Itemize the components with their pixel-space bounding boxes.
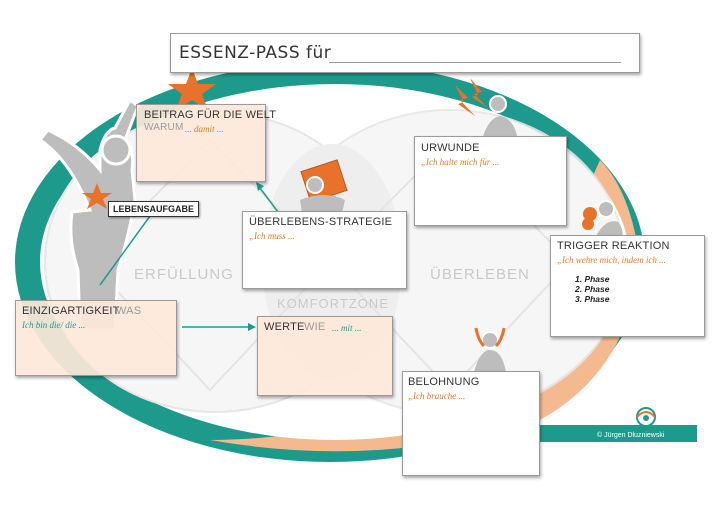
werte-prefix: WIE [304, 321, 326, 333]
trigger-phase-1: 1. Phase [575, 274, 610, 284]
name-line[interactable] [329, 62, 621, 63]
area-fulfillment-label: ERFÜLLUNG [134, 266, 234, 283]
lebensaufgabe-tag: LEBENSAUFGABE [108, 201, 200, 217]
strategie-hint: „Ich muss ... [249, 231, 295, 241]
box-carrying-person-icon [300, 159, 348, 213]
trigger-phase-3: 3. Phase [575, 294, 610, 304]
einzigartigkeit-hint: Ich bin die/ die ... [22, 320, 86, 330]
trigger-box[interactable]: TRIGGER REAKTION „Ich wehre mich, indem … [550, 235, 705, 337]
credit-text: © Jürgen Dluzniewski [597, 432, 665, 439]
werte-title: WERTE [264, 321, 305, 333]
einzigartigkeit-title: EINZIGARTIGKEIT [22, 305, 120, 317]
trigger-phase-2: 2. Phase [575, 284, 610, 294]
urwunde-hint: „Ich halte mich für ... [421, 157, 500, 167]
star-icon [168, 68, 216, 110]
page-title: ESSENZ-PASS für [179, 43, 332, 63]
area-survival-label: ÜBERLEBEN [430, 266, 530, 283]
strategie-box[interactable]: ÜBERLEBENS-STRATEGIE „Ich muss ... [242, 211, 407, 289]
urwunde-box[interactable]: URWUNDE „Ich halte mich für ... [414, 136, 567, 226]
werte-hint: ... mit ... [332, 323, 362, 333]
star-icon [82, 183, 112, 209]
belohnung-hint: „Ich brauche ... [408, 391, 466, 401]
lightning-person-icon [455, 78, 518, 140]
arrow-strategie-to-beitrag [256, 182, 279, 213]
belohnung-box[interactable]: BELOHNUNG „Ich brauche ... [402, 371, 540, 476]
trigger-title: TRIGGER REAKTION [557, 240, 670, 252]
arrow-einzig-to-werte [182, 323, 256, 331]
einzigartigkeit-box[interactable]: EINZIGARTIGKEIT WAS Ich bin die/ die ... [15, 300, 177, 376]
boxing-person-icon [582, 200, 623, 236]
arrow-lebensaufgabe [99, 215, 151, 286]
credit-strip [505, 425, 697, 442]
belohnung-title: BELOHNUNG [408, 376, 480, 388]
beitrag-box[interactable]: BEITRAG FÜR DIE WELT WARUM ... damit ... [136, 104, 276, 182]
area-comfort-label: KOMFORTZONE [277, 296, 389, 311]
beitrag-title: BEITRAG FÜR DIE WELT [144, 109, 277, 121]
beitrag-hint: ... damit ... [185, 124, 224, 134]
einzigartigkeit-prefix: WAS [116, 305, 142, 317]
eye-logo-icon [636, 407, 656, 427]
laurel-person-icon [474, 327, 506, 372]
trigger-hint: „Ich wehre mich, indem ich ... [557, 255, 666, 265]
urwunde-title: URWUNDE [421, 142, 480, 154]
beitrag-prefix: WARUM [144, 122, 184, 133]
werte-box[interactable]: WERTE WIE ... mit ... [257, 316, 393, 396]
strategie-title: ÜBERLEBENS-STRATEGIE [249, 216, 393, 228]
title-box: ESSENZ-PASS für [170, 33, 640, 73]
